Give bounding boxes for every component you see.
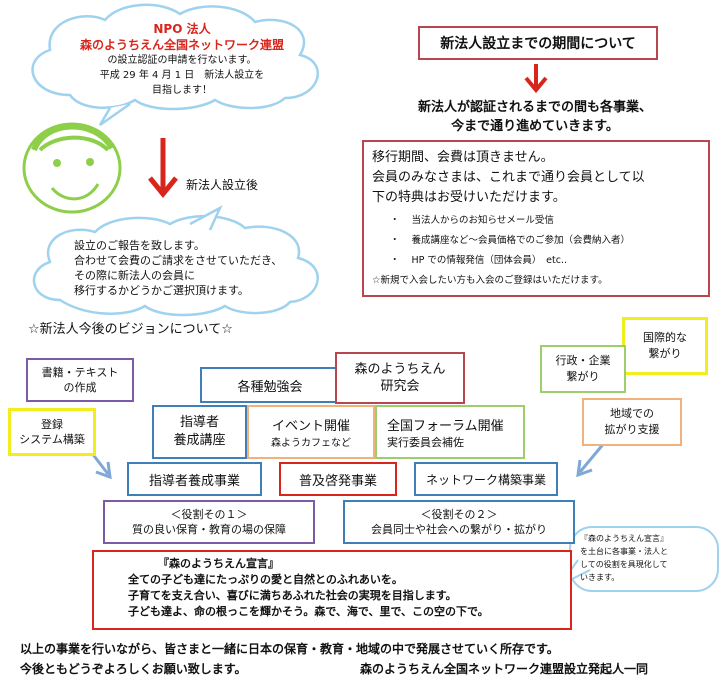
event-title: イベント開催 [271,419,350,434]
cloud-bottom-line4: 移行するかどうかご選択頂けます。 [74,284,249,297]
declaration-line3: 子ども達よ、命の根っこを輝かそう。森で、海で、里で、この空の下で。 [128,605,489,618]
side-box-local: 地域での 拡がり支援 [582,398,682,446]
arrow-label: 新法人設立後 [186,178,259,192]
role2-box: ＜役割その２＞ 会員同士や社会への繋がり・拡がり [343,500,575,544]
closing-signature: 森のようちえん全国ネットワーク連盟設立発起人一同 [360,662,649,676]
declaration-title: 『森のようちえん宣言』 [158,557,279,570]
network-biz-box: ネットワーク構築事業 [414,462,558,496]
benefit-item: ・HP での情報発信（団体会員） etc.. [390,255,567,266]
declaration-line1: 全ての子ども達にたっぷりの愛と自然とのふれあいを。 [128,573,403,586]
benefit-list: ・当法人からのお知らせメール受信 ・養成講座など～会員価格でのご参加（会費納入者… [372,211,700,271]
study-group-box: 各種勉強会 [200,367,340,403]
declaration-note: 『森のようちえん宣言』 を土台に各事業・法人と しての役割を具現化して いきます… [580,534,668,582]
face-eyes [53,158,94,167]
vision-title: ☆新法人今後のビジョンについて☆ [28,322,233,337]
closing-line1: 以上の事業を行いながら、皆さまと一緒に日本の保育・教育・地域の中で発展させていく… [20,642,559,656]
red-down-arrow-right [524,64,548,94]
declaration-box: 『森のようちえん宣言』 全ての子ども達にたっぷりの愛と自然とのふれあいを。 子育… [92,550,572,630]
cloud-bottom-line1: 設立のご報告を致します。 [74,239,205,252]
role1-text: 質の良い保育・教育の場の保障 [132,523,286,536]
period-body2: 会員のみなさまは、これまで通り会員として以 [372,170,645,185]
side-box-register: 登録 システム構築 [8,408,96,456]
forum-box: 全国フォーラム開催 実行委員会補佐 [375,405,525,459]
role2-text: 会員同士や社会への繋がり・拡がり [371,523,547,536]
role1-box: ＜役割その１＞ 質の良い保育・教育の場の保障 [103,500,315,544]
smiley-face-drawing [22,122,122,214]
cloud-bottom-line3: その際に新法人の会員に [74,269,195,282]
cloud-top-shape [31,3,319,127]
period-body3: 下の特典はお受けいただけます。 [372,190,566,205]
cloud-top-line5: 目指します！ [152,85,212,96]
cloud-bottom-shape [32,205,319,317]
cloud-top-line3: の設立認証の申請を行ないます。 [107,55,257,66]
benefit-item: ・当法人からのお知らせメール受信 [390,215,554,226]
blue-arrow-right [576,441,607,478]
period-subtitle: 新法人が認証されるまでの間も各事業、 今まで通り進めていきます。 [360,98,710,136]
spread-biz-box: 普及啓発事業 [279,462,397,496]
cloud-top-line4: 平成 29 年 4 月 1 日 新法人設立を [99,70,265,81]
period-sub2: 今まで通り進めていきます。 [451,119,619,134]
cloud-bottom-line2: 合わせて会費のご請求をさせていただき、 [74,254,283,267]
event-box: イベント開催 森ようカフェなど [247,405,375,459]
cloud-top-line1: NPO 法人 [153,22,211,36]
period-benefits-box: 移行期間、会費は頂きません。 会員のみなさまは、これまで通り会員として以 下の特… [362,140,710,297]
side-box-government: 行政・企業 繋がり [540,345,626,393]
closing-line2: 今後ともどうぞよろしくお願い致します。 [20,662,247,676]
declaration-line2: 子育てを支え合い、喜びに満ちあふれた社会の実現を目指します。 [128,589,457,602]
benefit-item: ・養成講座など～会員価格でのご参加（会費納入者） [390,235,631,246]
role2-title: ＜役割その２＞ [420,508,498,521]
period-note: ☆新規で入会したい方も入会のご登録はいただけます。 [372,275,608,286]
period-title: 新法人設立までの期間について [418,26,658,60]
event-sub: 森ようカフェなど [271,438,351,449]
leader-biz-box: 指導者養成事業 [127,462,262,496]
cloud-top-line2: 森のようちえん全国ネットワーク連盟 [79,38,284,52]
side-box-books: 書籍・テキスト の作成 [26,358,134,402]
cloud-top-text: NPO 法人 森のようちえん全国ネットワーク連盟 の設立認証の申請を行ないます。… [62,22,302,98]
period-body1: 移行期間、会費は頂きません。 [372,150,554,165]
period-sub1: 新法人が認証されるまでの間も各事業、 [417,100,652,115]
role1-title: ＜役割その１＞ [170,508,248,521]
side-box-international: 国際的な 繋がり [622,317,708,375]
research-box: 森のようちえん 研究会 [335,352,465,404]
forum-title: 全国フォーラム開催 [387,418,504,434]
cloud-bottom-text: 設立のご報告を致します。 合わせて会費のご請求をさせていただき、 その際に新法人… [74,238,282,298]
forum-sub: 実行委員会補佐 [387,435,464,449]
leader-course-box: 指導者 養成講座 [152,405,247,459]
red-down-arrow-left [148,138,178,198]
